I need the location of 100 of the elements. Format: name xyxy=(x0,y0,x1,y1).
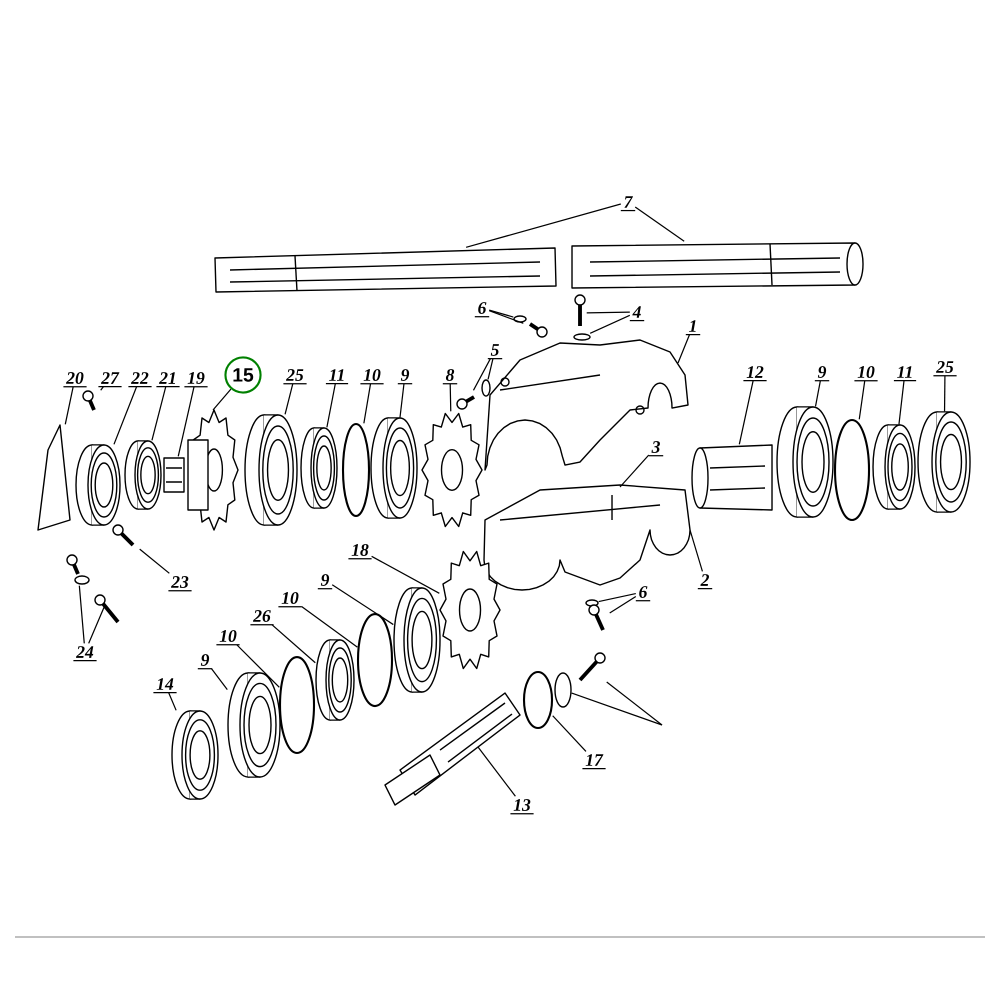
callout-number: 9 xyxy=(398,367,412,384)
leader-line xyxy=(78,586,85,644)
callout-number: 1 xyxy=(686,318,700,336)
splined-shaft xyxy=(163,457,185,493)
spur-gear xyxy=(187,409,239,531)
bearing xyxy=(917,411,971,513)
leader-line xyxy=(609,596,636,614)
callout-number: 17 xyxy=(582,752,606,770)
bearing xyxy=(370,417,418,519)
washer xyxy=(481,379,491,397)
leader-line xyxy=(88,604,106,644)
callout-number: 4 xyxy=(630,304,644,322)
callout-number: 25 xyxy=(933,359,957,376)
callout-number: 3 xyxy=(648,439,664,456)
leader-line xyxy=(634,206,685,242)
leader-line xyxy=(586,312,630,314)
callout-number: 21 xyxy=(156,370,180,388)
leader-line xyxy=(487,358,494,380)
leader-line xyxy=(898,380,905,424)
leader-line xyxy=(450,384,452,412)
leader-line xyxy=(620,454,650,488)
leader-line xyxy=(606,682,662,726)
callout-number: 9 xyxy=(814,364,830,382)
bolt xyxy=(574,294,586,326)
leader-line xyxy=(168,692,177,711)
callout-number: 19 xyxy=(184,370,208,388)
shaft xyxy=(214,247,557,293)
leader-line xyxy=(100,386,104,391)
callout-number: 2 xyxy=(698,572,712,590)
bolt xyxy=(94,594,120,624)
leader-line xyxy=(236,644,280,688)
callout-number: 9 xyxy=(318,572,332,590)
washer xyxy=(573,333,591,341)
leader-line xyxy=(478,746,516,797)
bolt xyxy=(456,395,475,410)
ring xyxy=(278,656,316,754)
callout-number: 26 xyxy=(250,608,274,626)
leader-line xyxy=(944,376,946,412)
leader-line xyxy=(814,380,821,406)
callout-number: 6 xyxy=(636,584,650,602)
bearing xyxy=(872,424,916,510)
bolt xyxy=(578,652,606,682)
bolt xyxy=(528,322,548,338)
ring xyxy=(834,418,870,522)
leader-line xyxy=(552,715,586,752)
bolt xyxy=(112,524,134,546)
leader-line xyxy=(363,384,372,424)
callout-number: 13 xyxy=(510,797,534,814)
callout-number: 8 xyxy=(442,366,458,384)
ring xyxy=(356,612,394,708)
bearing xyxy=(75,444,121,526)
leader-line xyxy=(139,548,170,574)
callout-number: 5 xyxy=(488,342,502,360)
bearing xyxy=(171,710,219,800)
sleeve xyxy=(691,444,773,511)
leader-line xyxy=(151,386,166,440)
bearing xyxy=(124,440,162,510)
leader-line xyxy=(272,624,316,664)
callout-number: 7 xyxy=(620,194,636,212)
pin xyxy=(513,315,527,323)
washer xyxy=(554,672,572,708)
ring xyxy=(342,422,370,518)
leader-line xyxy=(572,692,662,726)
leader-line xyxy=(466,203,621,248)
bearing xyxy=(315,639,355,721)
callout-number: 20 xyxy=(63,370,87,388)
leader-line xyxy=(113,386,138,445)
nut xyxy=(82,390,96,411)
callout-number: 27 xyxy=(98,370,122,388)
callout-number: 23 xyxy=(168,574,192,592)
callout-number: 14 xyxy=(153,676,177,694)
leader-line xyxy=(371,556,440,594)
callout-number: 11 xyxy=(326,367,348,384)
leader-line xyxy=(284,384,294,414)
leader-line xyxy=(590,314,630,334)
callout-number: 10 xyxy=(854,364,878,382)
leader-line xyxy=(64,386,74,424)
bearing xyxy=(393,587,441,693)
leader-line xyxy=(858,380,866,420)
leader-line xyxy=(178,386,195,456)
bolt xyxy=(66,554,90,585)
bolt xyxy=(588,604,605,631)
bevel-gear xyxy=(439,550,501,670)
callout-number: 9 xyxy=(198,652,212,670)
callout-number: 11 xyxy=(894,364,916,382)
leader-line xyxy=(489,310,524,324)
callout-number: 12 xyxy=(743,364,767,382)
callout-number: 10 xyxy=(216,628,240,646)
callout-number: 18 xyxy=(348,542,372,560)
leader-line xyxy=(598,592,636,602)
shaft xyxy=(571,242,864,289)
callout-number: 24 xyxy=(73,644,97,662)
leader-line xyxy=(689,530,703,572)
circled-callout-number: 15 xyxy=(224,356,262,394)
callout-number: 25 xyxy=(283,367,307,384)
leader-line xyxy=(212,388,232,410)
leader-line xyxy=(472,358,491,391)
callout-number: 22 xyxy=(128,370,152,388)
leader-line xyxy=(332,584,394,626)
callout-number: 10 xyxy=(278,590,302,608)
